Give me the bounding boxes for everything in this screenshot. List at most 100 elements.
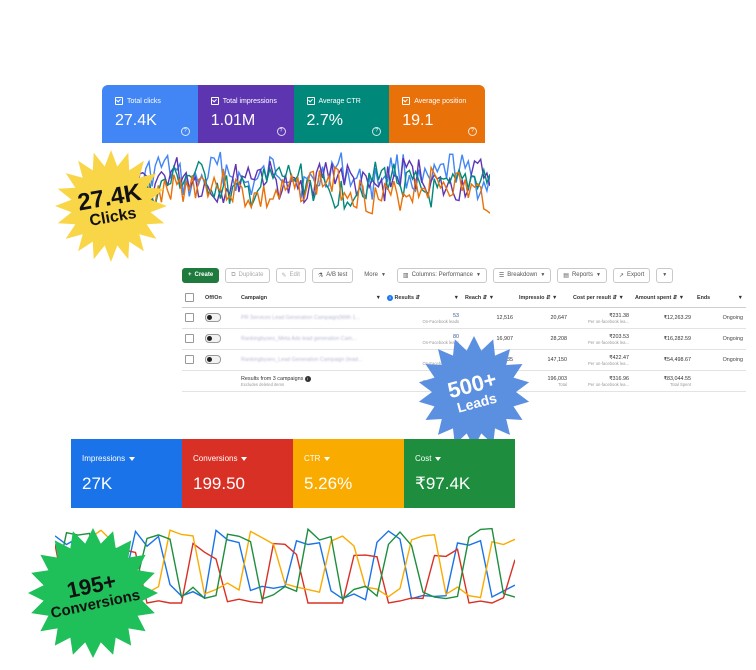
card-value: 27K [82,474,113,493]
card-label: Impressions [82,454,126,463]
average-ctr-card[interactable]: Average CTR 2.7% ? [293,85,390,143]
breakdown-icon: ☰ [498,272,505,279]
help-icon[interactable]: ? [180,127,190,136]
card-value: 1.01M [210,112,256,129]
card-label: CTR [304,454,321,463]
impressions-card[interactable]: Impressions 27K [71,439,182,508]
duplicate-icon: ⧉ [231,271,236,278]
dropdown-arrow-icon[interactable] [129,456,136,461]
breakdown-dropdown[interactable]: ☰Breakdown▼ [492,267,552,283]
card-value: 19.1 [402,112,434,129]
export-button[interactable]: ↗Export [612,267,651,283]
checkbox-icon[interactable] [306,97,315,105]
help-icon[interactable]: ? [468,127,477,136]
reports-dropdown[interactable]: ▤Reports▼ [557,267,607,283]
average-position-card[interactable]: Average position 19.1 ? [389,85,485,143]
row-checkbox[interactable] [185,312,194,322]
ctr-card[interactable]: CTR 5.26% [293,439,404,508]
table-row[interactable]: PR Services Lead Generation Campaign(Wit… [182,307,746,329]
cost-value: ₹422.47 [609,354,629,361]
card-value: 27.4K [115,112,157,129]
checkbox-icon[interactable] [210,97,219,105]
search-console-trend-chart [118,151,490,215]
campaign-name[interactable]: Rankingbyseo_Lead Generation Campaign (l… [238,349,384,371]
total-impressions-card[interactable]: Total impressions 1.01M ? [197,85,294,143]
export-dropdown[interactable]: ▼ [656,267,674,283]
reports-icon: ▤ [563,272,569,279]
spent-value: ₹54,498.67 [632,349,694,371]
caret-down-icon: ▼ [540,272,546,278]
caret-down-icon: ▼ [595,272,601,278]
export-icon: ↗ [618,272,624,279]
col-cost-per-result[interactable]: Cost per result ⇵ ▼ [570,289,632,308]
starburst-shape [418,336,530,448]
conversions-card[interactable]: Conversions 199.50 [182,439,293,508]
campaign-toggle[interactable] [205,333,221,343]
help-icon[interactable]: ? [372,127,382,136]
leads-badge: 500+ Leads [418,336,530,448]
impressions-value: 20,647 [516,307,570,329]
cost-value: ₹203.53 [609,333,629,340]
conversions-badge: 195+ Conversions [28,528,158,658]
checkbox-icon[interactable] [115,97,123,105]
columns-dropdown[interactable]: ▥Columns: Performance▼ [396,267,487,283]
edit-button[interactable]: ✎Edit [275,267,306,283]
card-label: Total impressions [222,97,277,105]
google-ads-summary: Impressions 27K Conversions 199.50 CTR 5… [71,439,515,508]
impressions-value: 147,150 [516,349,570,371]
caret-down-icon: ▼ [380,272,386,278]
card-value: ₹97.4K [415,474,471,493]
col-ends[interactable]: Ends ▼ [694,289,746,308]
clicks-badge: 27.4K Clicks [55,150,167,262]
summary-sub: Excludes deleted items [241,381,285,387]
ab-test-button[interactable]: ⚗A/B test [311,267,354,283]
info-icon: i [387,295,393,301]
table-header-row: Off/On Campaign ▼ i Results ⇵ ▼ Reach ⇵ … [182,289,746,308]
plus-icon: + [188,272,192,278]
checkbox-icon[interactable] [402,97,411,105]
search-console-summary: Total clicks 27.4K ? Total impressions 1… [102,85,485,143]
select-all-checkbox[interactable] [185,292,194,302]
pencil-icon: ✎ [281,272,287,279]
results-value: 53 [453,312,459,319]
col-offon[interactable]: Off/On [202,289,238,308]
card-value: 2.7% [306,112,343,129]
starburst-shape [28,528,158,658]
more-dropdown[interactable]: More▼ [364,272,386,278]
dropdown-arrow-icon[interactable] [324,456,331,461]
ends-value: Ongoing [694,328,746,350]
campaign-name[interactable]: Rankingbyseo_Meta Ads lead generation Ca… [238,328,384,350]
summary-spent: ₹83,044.55 [663,375,691,382]
cost-card[interactable]: Cost ₹97.4K [404,439,515,508]
card-value: 5.26% [304,474,353,493]
caret-down-icon: ▼ [475,272,481,278]
campaign-toggle[interactable] [205,354,221,364]
flask-icon: ⚗ [317,272,324,279]
total-clicks-card[interactable]: Total clicks 27.4K ? [102,85,198,143]
col-impressions[interactable]: Impressio ⇵ ▼ [516,289,570,308]
col-campaign[interactable]: Campaign ▼ [238,289,384,308]
help-icon[interactable]: ? [276,127,286,136]
row-checkbox[interactable] [185,354,194,364]
col-results[interactable]: i Results ⇵ ▼ [384,289,462,308]
dropdown-arrow-icon[interactable] [241,456,248,461]
col-reach[interactable]: Reach ⇵ ▼ [462,289,516,308]
caret-down-icon: ▼ [662,272,668,278]
card-label: Average CTR [318,97,361,105]
spent-value: ₹12,263.29 [632,307,694,329]
campaign-name[interactable]: PR Services Lead Generation Campaign(Wit… [238,307,384,329]
columns-icon: ▥ [402,272,409,279]
card-label: Conversions [193,454,238,463]
create-button[interactable]: +Create [182,267,220,283]
reach-value: 12,516 [462,307,516,329]
table-row[interactable]: Rankingbyseo_Meta Ads lead generation Ca… [182,328,746,350]
results-value: 80 [453,333,459,340]
col-amount-spent[interactable]: Amount spent ⇵ ▼ [632,289,694,308]
cost-value: ₹231.38 [609,312,629,319]
dropdown-arrow-icon[interactable] [435,456,442,461]
row-checkbox[interactable] [185,333,194,343]
campaign-toggle[interactable] [205,312,221,322]
duplicate-button[interactable]: ⧉Duplicate [225,267,270,283]
ends-value: Ongoing [694,307,746,329]
card-value: 199.50 [193,474,245,493]
